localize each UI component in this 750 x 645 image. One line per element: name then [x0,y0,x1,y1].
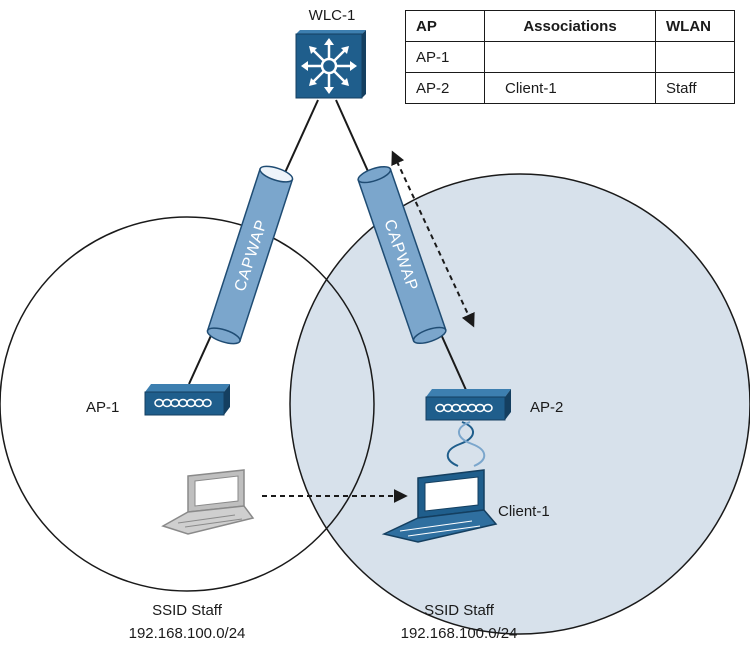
wlc-label: WLC-1 [309,7,356,24]
table-cell: Staff [655,72,735,104]
ap1-label: AP-1 [86,399,119,416]
cell1-ssid: SSID Staff [152,602,223,619]
ap2-icon [425,389,511,421]
coverage-cell-ap1 [0,216,375,592]
ap1-icon [144,384,230,416]
ghost-laptop-icon [161,469,255,535]
coverage-cell-ap2 [289,173,750,635]
table-cell: AP-2 [405,72,485,104]
table-cell [484,41,656,73]
capwap-tunnel-1: CAPWAP [206,165,294,345]
table-header-wlan: WLAN [655,10,735,42]
cell2-ssid: SSID Staff [424,602,495,619]
association-table: AP Associations WLAN AP-1 AP-2 Client-1 … [405,10,735,104]
table-cell [655,41,735,73]
wlc-icon [295,30,366,99]
cell2-subnet: 192.168.100.0/24 [401,625,518,642]
wireless-link-icon [446,421,486,467]
control-path-arrow [391,150,475,328]
table-header-associations: Associations [484,10,656,42]
table-cell: AP-1 [405,41,485,73]
client-laptop-icon [381,469,498,543]
ap2-label: AP-2 [530,399,563,416]
table-header-ap: AP [405,10,485,42]
table-cell: Client-1 [484,72,656,104]
cell1-subnet: 192.168.100.0/24 [129,625,246,642]
table-row: AP-1 [405,41,735,73]
client-label: Client-1 [498,503,550,520]
table-header-row: AP Associations WLAN [405,10,735,42]
table-row: AP-2 Client-1 Staff [405,72,735,104]
